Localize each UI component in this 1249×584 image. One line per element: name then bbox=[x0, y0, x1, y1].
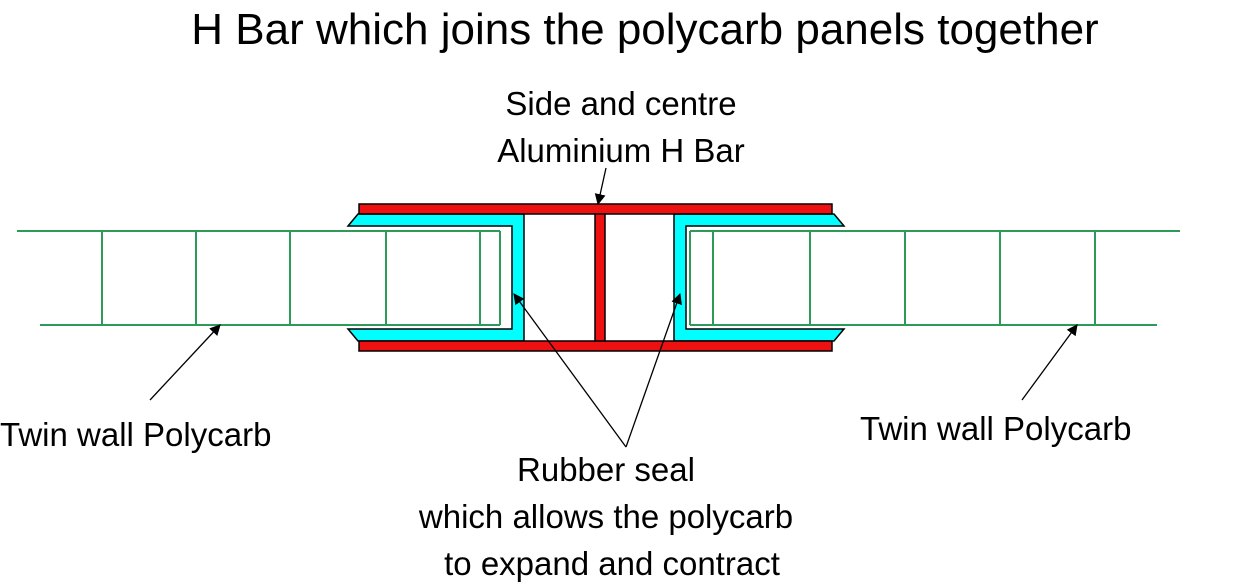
left-polycarb-label: Twin wall Polycarb bbox=[0, 416, 271, 453]
h-bar-web bbox=[594, 213, 606, 342]
h-bar-top-flange bbox=[358, 203, 833, 215]
h-bar-label-line1: Side and centre bbox=[505, 85, 736, 122]
right-polycarb-arrow bbox=[1021, 324, 1078, 401]
diagram-title: H Bar which joins the polycarb panels to… bbox=[191, 5, 1098, 54]
left-seal-arrow bbox=[513, 293, 627, 448]
h-bar-arrow bbox=[594, 167, 607, 206]
left-polycarb-panel bbox=[17, 230, 501, 326]
rubber-seal-label-line2: which allows the polycarb bbox=[418, 498, 793, 535]
rubber-seal-label-line1: Rubber seal bbox=[517, 451, 695, 488]
right-polycarb-label: Twin wall Polycarb bbox=[860, 410, 1131, 447]
left-rubber-seal bbox=[346, 213, 525, 342]
right-polycarb-panel bbox=[689, 230, 1180, 326]
right-seal-arrow bbox=[625, 292, 682, 448]
right-rubber-seal bbox=[673, 213, 846, 342]
rubber-seal-label-line3: to expand and contract bbox=[444, 545, 780, 582]
h-bar-bottom-flange bbox=[358, 340, 833, 352]
h-bar-label-line2: Aluminium H Bar bbox=[497, 132, 745, 169]
aluminium-h-bar bbox=[358, 203, 833, 352]
pointer-arrows bbox=[149, 167, 1078, 448]
left-polycarb-arrow bbox=[149, 324, 221, 401]
